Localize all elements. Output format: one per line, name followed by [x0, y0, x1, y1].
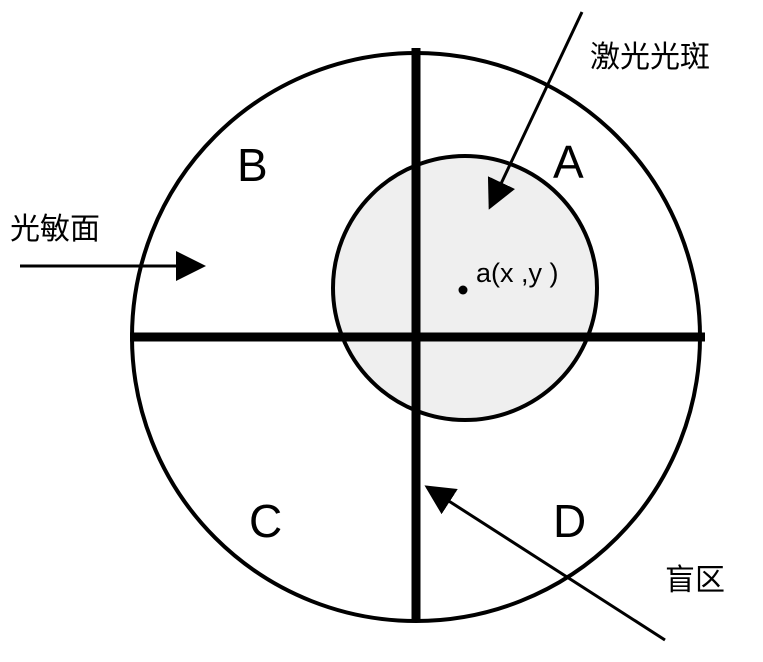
quadrant-label-d: D [553, 495, 586, 547]
blind-zone-label: 盲区 [665, 563, 725, 598]
blind-zone-arrow [424, 485, 666, 642]
quadrant-label-a: A [553, 136, 584, 188]
laser-spot-arrow [487, 11, 584, 210]
quadrant-label-b: B [237, 139, 268, 191]
laser-spot-label: 激光光斑 [590, 40, 710, 75]
quadrant-label-c: C [249, 495, 282, 547]
spot-center-coordinate-label: a(x ,y ) [476, 258, 559, 288]
photosensitive-surface-label: 光敏面 [10, 212, 100, 247]
spot-center-point [458, 285, 468, 295]
